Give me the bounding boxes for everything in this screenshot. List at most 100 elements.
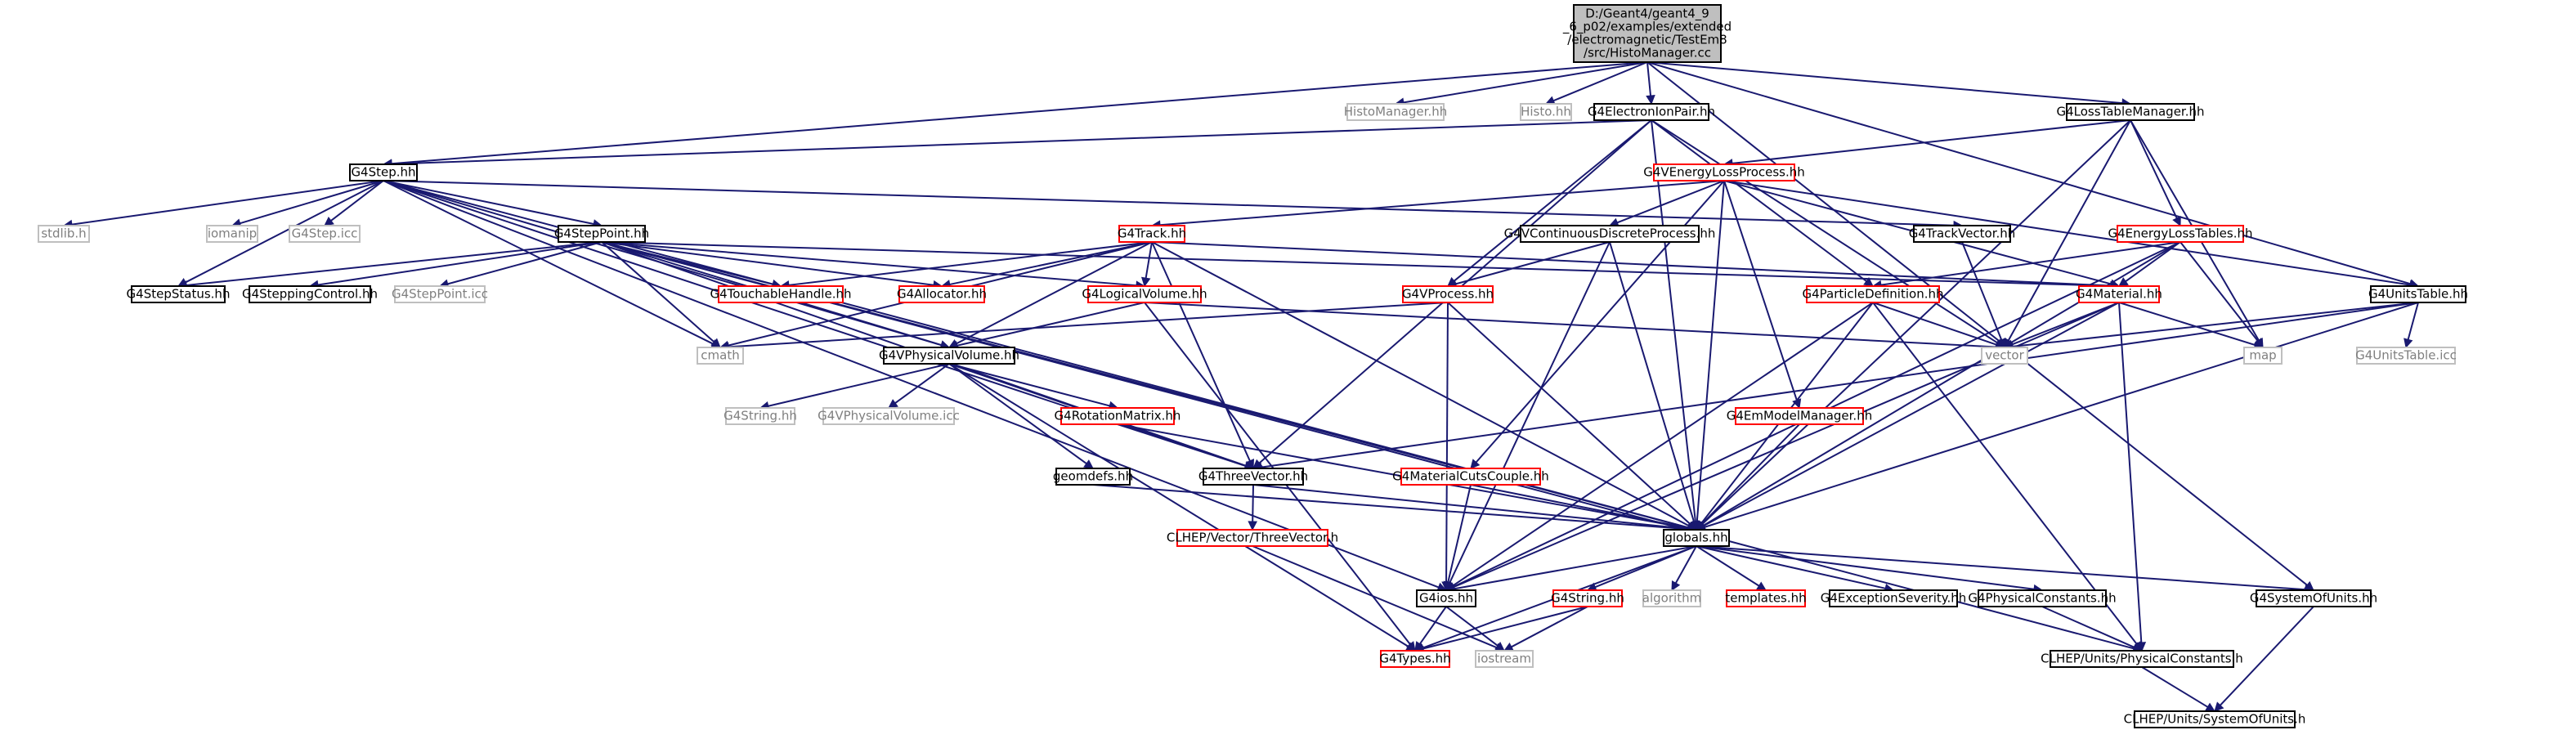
node-label: G4MaterialCutsCouple.hh [1392,469,1549,484]
node-label: cmath [701,348,739,363]
edge-g4vprocess-hh-to-cmath [719,302,1449,352]
node-g4losstablemanager-hh[interactable]: G4LossTableManager.hh [2056,103,2205,121]
edge-g4steppoint-hh-to-cmath [601,241,721,348]
node-clhep-units-systemofunits-h[interactable]: CLHEP/Units/SystemOfUnits.h [2124,710,2306,728]
node-box [1726,589,1806,607]
node-box [697,347,744,365]
node-g4ios-hh[interactable]: G4ios.hh [1416,589,1476,607]
node-histomanager-hh: HistoManager.hh [1344,103,1447,121]
edge-g4systemofunits-hh-to-clhep-units-systemofunits-h [2214,606,2314,712]
node-g4vphysicalvolume-hh[interactable]: G4VPhysicalVolume.hh [879,347,1019,365]
node-histomanager-cc[interactable]: D:/Geant4/geant4_9_6_p02/examples/extend… [1562,4,1732,63]
node-box [1400,468,1541,486]
node-box [898,285,985,303]
edge-histomanager-cc-to-g4electronionpair-hh [1646,61,1655,105]
node-box [394,285,486,303]
node-g4energylosstables-hh[interactable]: G4EnergyLossTables.hh [2108,225,2253,243]
node-label: G4PhysicalConstants.hh [1968,591,2116,606]
node-label: G4VContinuousDiscreteProcess.hh [1504,226,1716,241]
node-box [1642,589,1701,607]
node-label: G4VEnergyLossProcess.hh [1643,165,1805,180]
node-g4steppoint-hh[interactable]: G4StepPoint.hh [554,225,649,243]
edges-layer [62,61,2420,712]
node-g4stepstatus-hh[interactable]: G4StepStatus.hh [127,285,231,303]
node-geomdefs-hh[interactable]: geomdefs.hh [1053,468,1133,486]
node-box [725,407,795,425]
node-g4material-hh[interactable]: G4Material.hh [2076,285,2162,303]
node-g4vcontinuousdiscreteprocess-hh[interactable]: G4VContinuousDiscreteProcess.hh [1504,225,1716,243]
edge-histomanager-cc-to-histomanager-hh [1394,61,1648,108]
node-g4trackvector-hh[interactable]: G4TrackVector.hh [1909,225,2016,243]
node-box [1060,407,1175,425]
edge-g4losstablemanager-hh-to-g4energylosstables-hh [2130,119,2181,227]
node-label: G4Step.icc [292,226,358,241]
node-map: map [2243,347,2283,365]
node-g4particledefinition-hh[interactable]: G4ParticleDefinition.hh [1802,285,1944,303]
edge-g4threevector-hh-to-clhep-vector-threevector-h [1248,484,1257,531]
node-box [2078,285,2160,303]
edge-g4steppoint-hh-to-g4stepstatus-hh [177,241,603,290]
node-g4step-hh[interactable]: G4Step.hh [349,163,418,181]
node-g4logicalvolume-hh[interactable]: G4LogicalVolume.hh [1082,285,1207,303]
edge-g4vprocess-hh-to-g4ios-hh [1441,302,1451,592]
node-box [206,225,258,243]
node-label: G4LossTableManager.hh [2056,105,2204,119]
node-g4emmodelmanager-hh[interactable]: G4EmModelManager.hh [1727,407,1872,425]
node-clhep-vector-threevector-h[interactable]: CLHEP/Vector/ThreeVector.h [1167,529,1338,547]
edge-g4step-hh-to-cmath [383,180,722,348]
node-box [1653,163,1795,181]
node-g4materialcutscouple-hh[interactable]: G4MaterialCutsCouple.hh [1392,468,1549,486]
edge-g4venergylossprocess-hh-to-g4emmodelmanager-hh [1723,180,1802,410]
edge-g4electronionpair-hh-to-g4particledefinition-hh [1651,119,1874,287]
edge-g4materialcutscouple-hh-to-g4ios-hh [1443,484,1472,592]
node-box [2370,285,2466,303]
node-g4exceptionseverity-hh[interactable]: G4ExceptionSeverity.hh [1821,589,1967,607]
node-g4threevector-hh[interactable]: G4ThreeVector.hh [1198,468,1308,486]
node-globals-hh[interactable]: globals.hh [1663,529,1730,547]
node-label: iostream [1477,652,1531,666]
node-box [1913,225,2011,243]
node-label: G4VProcess.hh [1402,287,1494,302]
node-label: iomanip [208,226,257,241]
node-label: CLHEP/Vector/ThreeVector.h [1167,531,1338,545]
node-label: _6_p02/examples/extended [1562,20,1732,35]
node-g4physicalconstants-hh[interactable]: G4PhysicalConstants.hh [1968,589,2117,607]
node-label: G4Step.hh [351,165,415,180]
node-g4electronionpair-hh[interactable]: G4ElectronIonPair.hh [1588,103,1715,121]
node-g4types-hh[interactable]: G4Types.hh [1379,650,1451,668]
node-box [2117,225,2244,243]
edge-g4venergylossprocess-hh-to-g4materialcutscouple-hh [1470,180,1725,469]
node-g4vprocess-hh[interactable]: G4VProcess.hh [1402,285,1494,303]
edge-g4electronionpair-hh-to-g4vprocess-hh [1447,119,1652,287]
node-g4track-hh[interactable]: G4Track.hh [1118,225,1186,243]
node-box [1981,347,2028,365]
node-g4venergylossprocess-hh[interactable]: G4VEnergyLossProcess.hh [1643,163,1805,181]
node-label: G4TrackVector.hh [1909,226,2016,241]
node-box [38,225,90,243]
node-label: G4StepPoint.icc [392,287,488,302]
node-label: G4StepStatus.hh [127,287,231,302]
node-label: stdlib.h [41,226,86,241]
edge-g4vcontinuousdiscreteprocess-hh-to-g4vprocess-hh [1446,241,1611,289]
node-stdlib-h: stdlib.h [38,225,90,243]
node-g4allocator-hh[interactable]: G4Allocator.hh [897,285,987,303]
edge-histomanager-cc-to-g4losstablemanager-hh [1646,61,2132,108]
node-box [1176,529,1328,547]
node-box [1978,589,2107,607]
node-templates-hh[interactable]: templates.hh [1725,589,1807,607]
node-g4string-hh[interactable]: G4String.hh [1551,589,1624,607]
node-g4steppingcontrol-hh[interactable]: G4SteppingControl.hh [242,285,378,303]
node-clhep-units-physicalconstants-h[interactable]: CLHEP/Units/PhysicalConstants.h [2041,650,2243,668]
node-g4vphysicalvolume-icc: G4VPhysicalVolume.icc [818,407,960,425]
node-box [1829,589,1958,607]
node-algorithm: algorithm [1642,589,1701,607]
node-g4rotationmatrix-hh[interactable]: G4RotationMatrix.hh [1055,407,1181,425]
node-g4systemofunits-hh[interactable]: G4SystemOfUnits.hh [2250,589,2377,607]
node-box [1593,103,1709,121]
node-g4unitstable-hh[interactable]: G4UnitsTable.hh [2368,285,2468,303]
node-g4touchablehandle-hh[interactable]: G4TouchableHandle.hh [710,285,852,303]
node-box [883,347,1015,365]
node-iomanip: iomanip [206,225,258,243]
node-box [1735,407,1864,425]
edge-g4vphysicalvolume-hh-to-g4types-hh [948,363,1416,652]
